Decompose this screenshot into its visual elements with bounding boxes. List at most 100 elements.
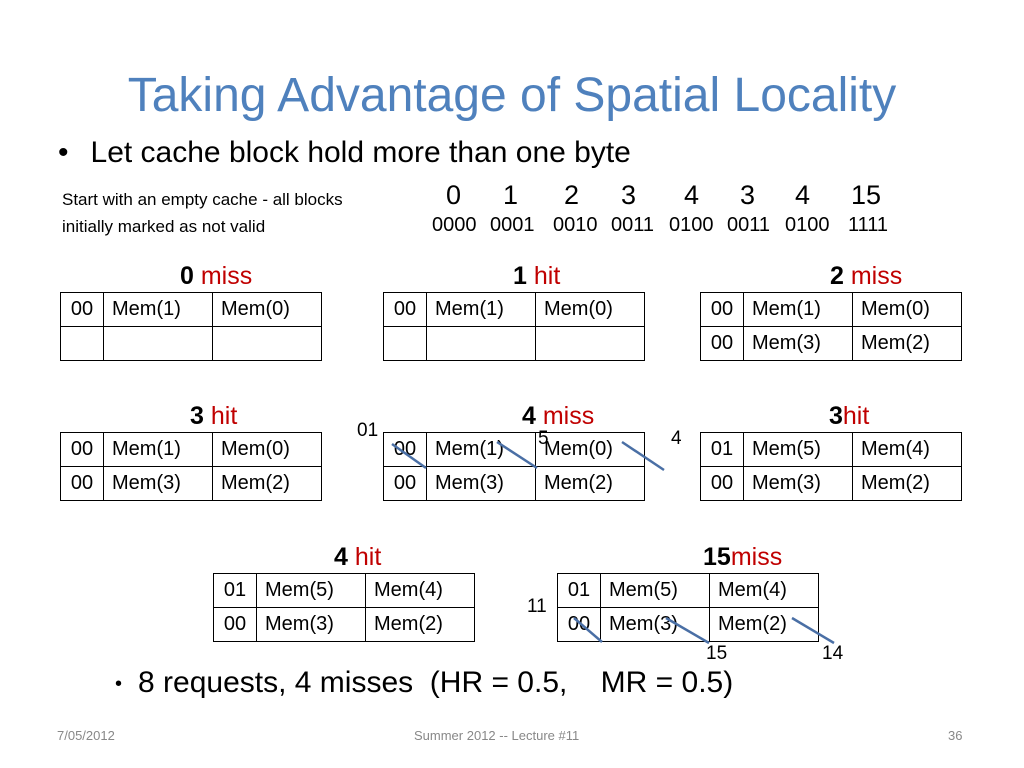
cache-row: 01 Mem(5) Mem(4) <box>700 432 962 467</box>
step-label: 1 hit <box>513 262 560 291</box>
tag-cell: 00 <box>700 466 744 501</box>
step-label: 0 miss <box>180 262 252 291</box>
data-cell: Mem(0) <box>852 292 962 327</box>
cache-table: 00 Mem(1) Mem(0) 00 Mem(3) Mem(2) <box>383 432 645 501</box>
replacement-data-annotation: 14 <box>822 643 844 664</box>
data-cell: Mem(2) <box>709 607 819 642</box>
step-label: 4 hit <box>334 543 381 572</box>
tag-cell: 00 <box>60 466 104 501</box>
replacement-tag-annotation: 01 <box>357 420 379 441</box>
address-binary: 0000 <box>432 214 477 236</box>
address-binary: 0010 <box>553 214 598 236</box>
data-cell: Mem(2) <box>365 607 475 642</box>
step-label: 15miss <box>703 543 782 572</box>
slide-title: Taking Advantage of Spatial Locality <box>127 69 897 122</box>
data-cell: Mem(3) <box>743 466 853 501</box>
cache-table: 00 Mem(1) Mem(0) 00 Mem(3) Mem(2) <box>60 432 322 501</box>
address-binary: 1111 <box>848 214 889 236</box>
tag-cell <box>60 326 104 361</box>
tag-cell: 00 <box>700 292 744 327</box>
note-line-1: Start with an empty cache - all blocks <box>62 190 343 209</box>
cache-row: 00 Mem(3) Mem(2) <box>700 326 962 361</box>
tag-cell: 01 <box>213 573 257 608</box>
data-cell: Mem(0) <box>535 432 645 467</box>
cache-row: 01 Mem(5) Mem(4) <box>557 573 819 608</box>
data-cell: Mem(3) <box>256 607 366 642</box>
step-result: hit <box>210 402 238 430</box>
data-cell: Mem(5) <box>600 573 710 608</box>
footer-date: 7/05/2012 <box>57 728 115 743</box>
footer-course: Summer 2012 -- Lecture #11 <box>414 728 580 743</box>
initial-state-note: Start with an empty cache - all blocks i… <box>62 186 343 240</box>
cache-table: 00 Mem(1) Mem(0) <box>60 292 322 361</box>
bullet-glyph: • <box>115 672 123 695</box>
address-binary: 0100 <box>785 214 830 236</box>
tag-cell: 01 <box>557 573 601 608</box>
data-cell: Mem(0) <box>212 292 322 327</box>
step-label: 2 miss <box>830 262 902 291</box>
address-decimal: 1 <box>503 180 519 210</box>
cache-row: 00 Mem(3) Mem(2) <box>60 466 322 501</box>
cache-row: 00 Mem(1) Mem(0) <box>60 292 322 327</box>
address-decimal: 3 <box>621 180 637 210</box>
cache-row: 00 Mem(3) Mem(2) <box>213 607 475 642</box>
tag-cell: 00 <box>383 292 427 327</box>
data-cell: Mem(3) <box>743 326 853 361</box>
data-cell: Mem(4) <box>365 573 475 608</box>
step-label: 3hit <box>829 402 869 431</box>
data-cell: Mem(5) <box>256 573 366 608</box>
address-decimal: 0 <box>446 180 462 210</box>
data-cell: Mem(3) <box>426 466 536 501</box>
data-cell: Mem(2) <box>212 466 322 501</box>
data-cell: Mem(2) <box>852 326 962 361</box>
address-decimal: 4 <box>684 180 700 210</box>
address-binary: 0100 <box>669 214 714 236</box>
data-cell: Mem(3) <box>103 466 213 501</box>
step-result: miss <box>200 262 253 290</box>
tag-cell: 00 <box>700 326 744 361</box>
step-address: 4 <box>334 543 348 571</box>
step-result: hit <box>533 262 561 290</box>
cache-row: 00 Mem(1) Mem(0) <box>383 432 645 467</box>
address-binary: 0011 <box>611 214 655 236</box>
data-cell <box>212 326 322 361</box>
cache-row: 00 Mem(3) Mem(2) <box>557 607 819 642</box>
tag-cell: 00 <box>213 607 257 642</box>
address-decimal: 4 <box>795 180 811 210</box>
bullet-glyph: • <box>58 136 69 169</box>
cache-table: 00 Mem(1) Mem(0) 00 Mem(3) Mem(2) <box>700 292 962 361</box>
cache-row <box>60 326 322 361</box>
replacement-data-annotation: 5 <box>538 428 549 449</box>
cache-row: 00 Mem(1) Mem(0) <box>700 292 962 327</box>
address-sequence-binary: 0000 0001 0010 0011 0100 0011 0100 1111 <box>0 214 1024 240</box>
tag-cell <box>383 326 427 361</box>
step-address: 15 <box>703 543 731 571</box>
address-binary: 0001 <box>490 214 535 236</box>
data-cell: Mem(5) <box>743 432 853 467</box>
step-address: 4 <box>522 402 536 430</box>
data-cell: Mem(0) <box>535 292 645 327</box>
cache-table: 01 Mem(5) Mem(4) 00 Mem(3) Mem(2) <box>700 432 962 501</box>
tag-cell: 00 <box>60 292 104 327</box>
cache-row <box>383 326 645 361</box>
cache-row: 00 Mem(3) Mem(2) <box>700 466 962 501</box>
data-cell: Mem(1) <box>426 292 536 327</box>
tag-cell: 01 <box>700 432 744 467</box>
cache-row: 00 Mem(1) Mem(0) <box>383 292 645 327</box>
tag-cell: 00 <box>383 466 427 501</box>
note-line-2: initially marked as not valid <box>62 217 266 236</box>
data-cell: Mem(4) <box>852 432 962 467</box>
step-label: 3 hit <box>190 402 237 431</box>
step-result: hit <box>354 543 382 571</box>
data-cell: Mem(1) <box>103 432 213 467</box>
address-binary: 0011 <box>727 214 771 236</box>
address-decimal: 15 <box>851 180 882 210</box>
step-address: 0 <box>180 262 194 290</box>
step-result: miss <box>542 402 595 430</box>
cache-table: 00 Mem(1) Mem(0) <box>383 292 645 361</box>
data-cell: Mem(4) <box>709 573 819 608</box>
data-cell <box>535 326 645 361</box>
step-address: 3 <box>190 402 204 430</box>
data-cell <box>103 326 213 361</box>
step-result: miss <box>850 262 903 290</box>
